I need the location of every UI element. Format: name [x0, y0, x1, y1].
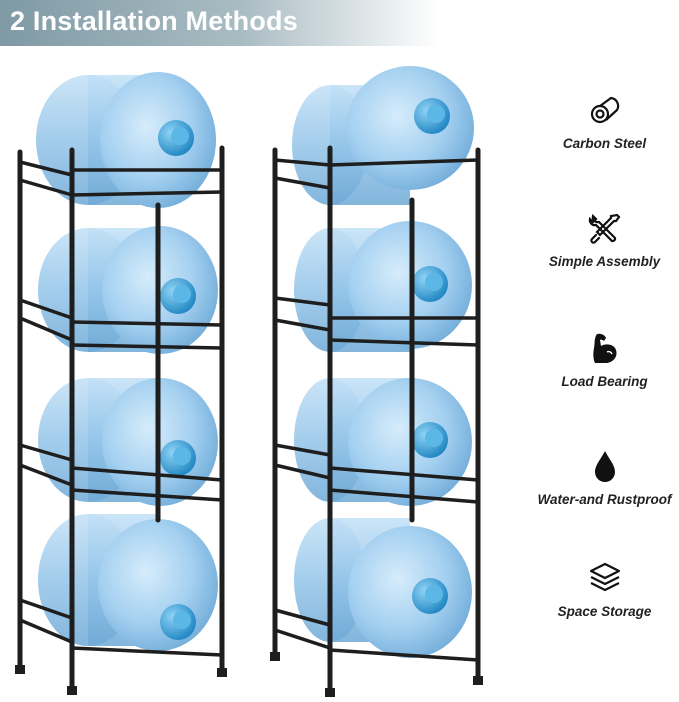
rack-right [270, 66, 483, 697]
stacked-layers-icon [589, 562, 620, 592]
feature-simple-assembly: Simple Assembly [530, 210, 679, 269]
feature-label: Water-and Rustproof [537, 492, 672, 507]
steel-pipe-icon [590, 96, 619, 124]
bottle-right-4 [294, 518, 472, 658]
bottle-left-3 [38, 378, 218, 506]
bottle-left-1 [36, 72, 216, 208]
feature-label: Load Bearing [561, 374, 648, 389]
banner-title: 2 Installation Methods [10, 6, 298, 36]
feature-carbon-steel: Carbon Steel [530, 92, 679, 151]
bottle-right-3 [294, 378, 472, 506]
bottle-left-2 [38, 226, 218, 354]
bottle-right-1 [292, 66, 474, 205]
feature-label: Space Storage [557, 604, 652, 619]
product-photo [15, 66, 483, 697]
flexed-arm-icon [592, 333, 617, 363]
bottle-left-4 [38, 514, 218, 651]
feature-load-bearing: Load Bearing [530, 330, 679, 389]
water-drop-icon [594, 451, 615, 482]
feature-label: Simple Assembly [548, 254, 661, 269]
feature-label: Carbon Steel [562, 136, 647, 151]
title-banner: 2 Installation Methods [0, 0, 440, 46]
bottle-right-2 [294, 221, 472, 352]
feature-space-storage: Space Storage [530, 560, 679, 619]
wrench-screwdriver-icon [588, 213, 620, 244]
feature-water-rustproof: Water-and Rustproof [530, 448, 679, 507]
rack-left [15, 72, 227, 695]
